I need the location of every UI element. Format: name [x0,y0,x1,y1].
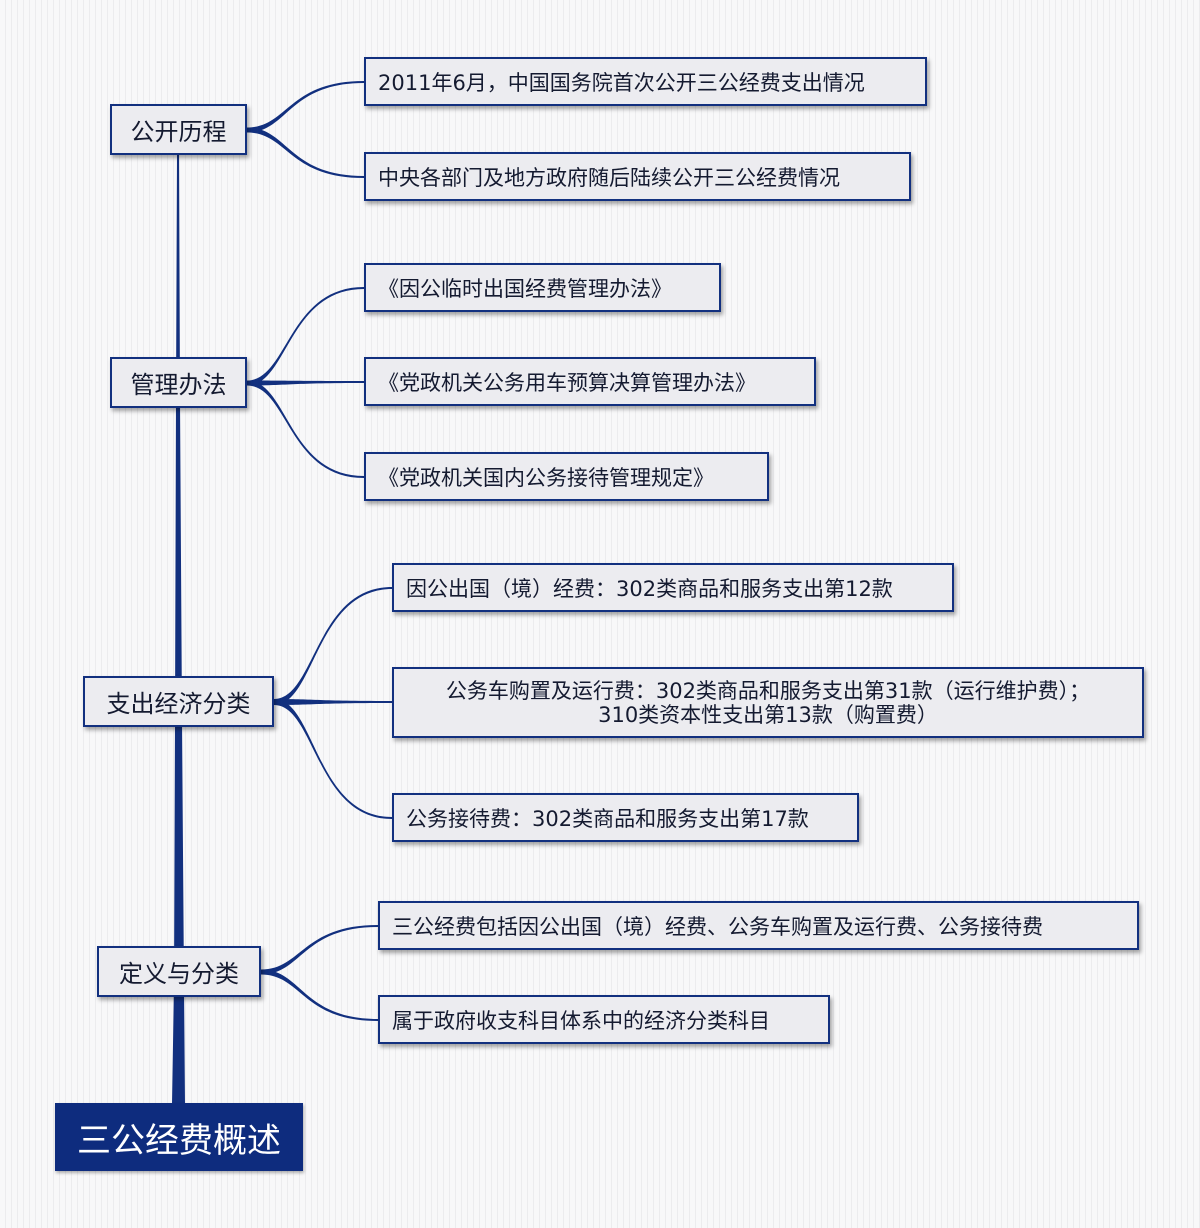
leaf-overseas-travel-rules[interactable]: 《因公临时出国经费管理办法》 [364,263,721,312]
branch-connector-10 [261,969,378,1021]
leaf-central-local-disclosure[interactable]: 中央各部门及地方政府随后陆续公开三公经费情况 [364,152,911,201]
branch-connector-6 [274,587,392,705]
branch-connector-7 [274,699,392,705]
leaf-2011-first-disclosure[interactable]: 2011年6月，中国国务院首次公开三公经费支出情况 [364,57,927,106]
branch-connector-4 [247,380,364,386]
branch-connector-9 [261,925,378,975]
branch-connector-5 [247,380,364,478]
leaf-overseas-expense-class[interactable]: 因公出国（境）经费：302类商品和服务支出第12款 [392,563,954,612]
branch-connector-1 [247,81,364,133]
leaf-vehicle-expense-class[interactable]: 公务车购置及运行费：302类商品和服务支出第31款（运行维护费）； 310类资本… [392,667,1144,738]
branch-definition-classification[interactable]: 定义与分类 [97,946,261,997]
branch-expenditure-classification[interactable]: 支出经济分类 [83,676,274,727]
branch-connector-8 [274,699,392,819]
leaf-vehicle-budget-rules[interactable]: 《党政机关公务用车预算决算管理办法》 [364,357,816,406]
branch-management-rules[interactable]: 管理办法 [110,357,247,408]
root-topic[interactable]: 三公经费概述 [55,1103,303,1171]
vehicle-expense-line-1: 公务车购置及运行费：302类商品和服务支出第31款（运行维护费）； [445,678,1091,703]
branch-public-history[interactable]: 公开历程 [110,104,247,155]
leaf-government-subject-system[interactable]: 属于政府收支科目体系中的经济分类科目 [378,995,830,1044]
leaf-definition[interactable]: 三公经费包括因公出国（境）经费、公务车购置及运行费、公务接待费 [378,901,1139,950]
leaf-reception-rules[interactable]: 《党政机关国内公务接待管理规定》 [364,452,769,501]
branch-connector-2 [247,127,364,178]
trunk-line [172,155,185,1104]
branch-connector-3 [247,287,364,386]
leaf-reception-expense-class[interactable]: 公务接待费：302类商品和服务支出第17款 [392,793,859,842]
vehicle-expense-line-2: 310类资本性支出第13款（购置费） [598,702,938,727]
